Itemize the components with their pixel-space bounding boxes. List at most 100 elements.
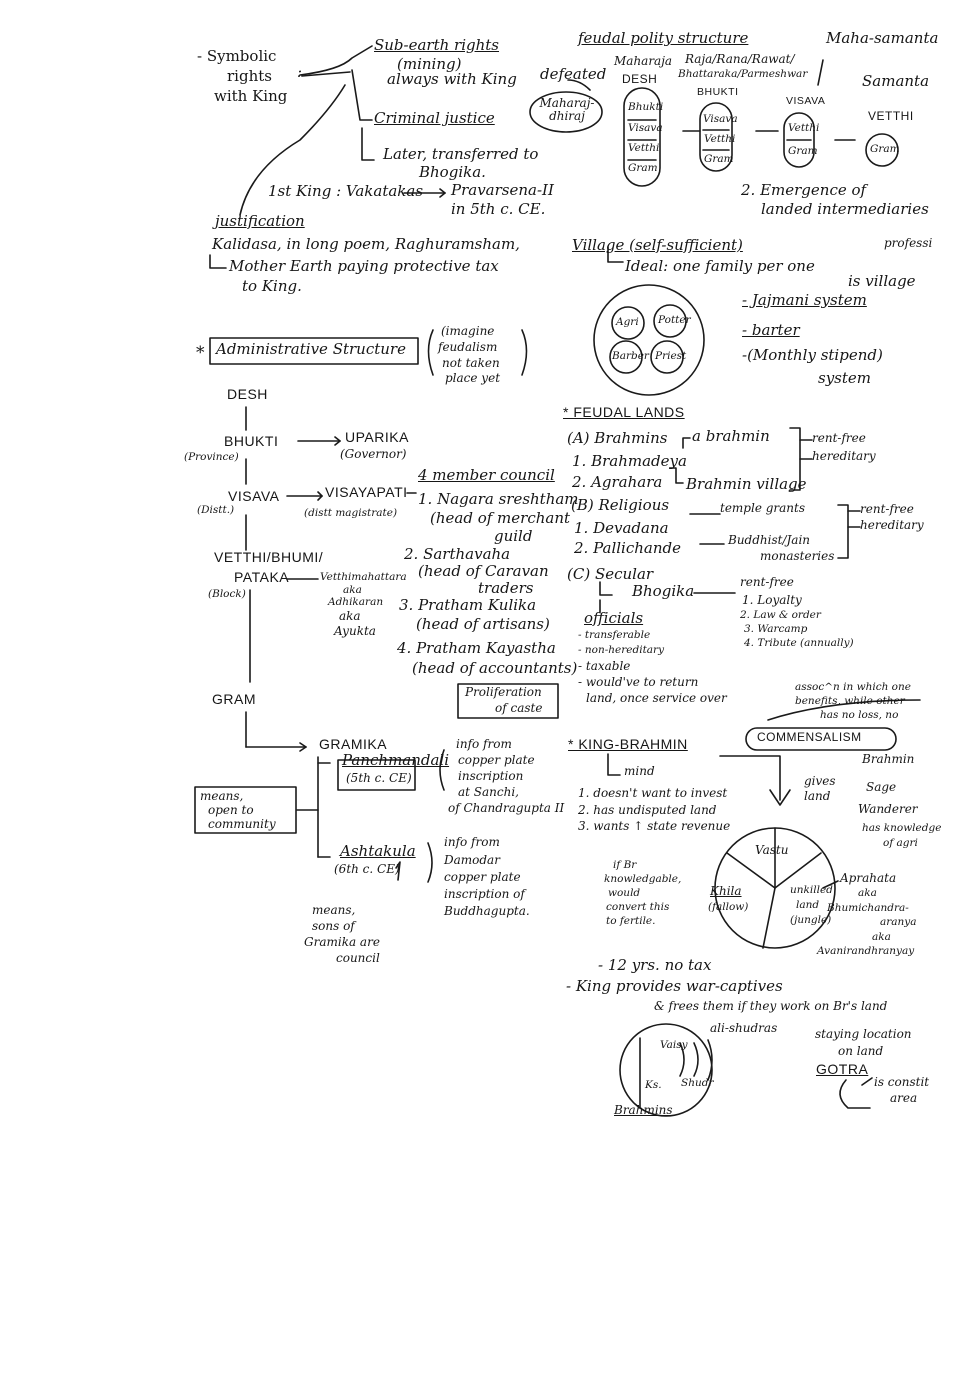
symbolic-line-2: rights: [227, 67, 272, 85]
admin-distt: (Distt.): [197, 504, 235, 516]
gotra-note-2: area: [890, 1091, 918, 1105]
village-ideal: Ideal: one family per one: [625, 257, 815, 275]
bhukti-top-label: BHUKTI: [697, 86, 739, 98]
pm-info-5: of Chandragupta II: [448, 801, 565, 815]
war-captives-2: & frees them if they work on Br's land: [654, 999, 888, 1013]
vaishya: Vaisy: [660, 1039, 688, 1051]
council-2-note-2: traders: [478, 579, 534, 597]
fl-b2-note-2: monasteries: [760, 549, 835, 563]
maharaja-label: Maharaja: [614, 54, 673, 68]
commensalism: COMMENSALISM: [757, 730, 862, 744]
fl-b-rent: rent-free: [860, 502, 914, 516]
assoc-1: assoc^n in which one: [795, 681, 911, 693]
fl-a: (A) Brahmins: [567, 429, 668, 447]
vetthimahattara: Vetthimahattara: [320, 571, 407, 583]
to-king-line: to King.: [242, 277, 302, 295]
monthly-stipend: -(Monthly stipend): [742, 346, 883, 364]
admin-note-3: not taken: [442, 356, 500, 370]
admin-bhukti: BHUKTI: [224, 433, 279, 449]
circle-barber: Barber: [612, 350, 649, 362]
pill2-visava: Visava: [703, 113, 738, 125]
admin-desh: DESH: [227, 386, 268, 402]
maharajdhiraj-label: Maharaj-dhiraj: [539, 96, 595, 123]
pill1-vetthi: Vetthi: [628, 142, 660, 154]
off-5: land, once service over: [586, 691, 727, 705]
gotra-label: GOTRA: [816, 1061, 869, 1077]
chain-sage: Sage: [866, 780, 897, 794]
ak-info-3: copper plate: [444, 870, 521, 884]
gives-2: land: [804, 789, 831, 803]
council-4-note: (head of accountants): [412, 659, 578, 677]
admin-gram: GRAM: [212, 691, 256, 707]
first-king: 1st King : Vakatakas: [268, 182, 424, 200]
admin-note-2: feudalism: [438, 340, 498, 354]
chain-agri: of agri: [883, 837, 918, 849]
gotra-top-2: on land: [838, 1044, 884, 1058]
kb-point-2: 2. has undisputed land: [578, 803, 717, 817]
pill4-gram: Gram: [870, 143, 900, 155]
means-sons-2: sons of: [312, 919, 355, 933]
vetthi-top-label: VETTHI: [868, 109, 914, 123]
later-transferred: Later, transferred to: [383, 145, 539, 163]
no-tax: - 12 yrs. no tax: [598, 956, 712, 974]
village-professi: professi: [884, 236, 933, 250]
off-4: - would've to return: [578, 675, 699, 689]
admin-uparika: UPARIKA: [345, 429, 409, 445]
emergence-line-1: 2. Emergence of: [741, 181, 867, 199]
chain-brahmin: Brahmin: [862, 752, 915, 766]
council-3-note: (head of artisans): [416, 615, 550, 633]
off-1: - transferable: [578, 629, 651, 641]
means-open-3: community: [208, 817, 276, 831]
sub-earth-rights: Sub-earth rights: [374, 36, 500, 54]
admin-distt-mag: (distt magistrate): [304, 507, 398, 519]
feudal-lands-title: * FEUDAL LANDS: [563, 404, 685, 420]
ifbr-4: convert this: [606, 901, 670, 913]
admin-block: (Block): [208, 588, 246, 600]
circle-agri: Agri: [616, 316, 639, 328]
ak-info-5: Buddhagupta.: [444, 904, 530, 918]
fl-a-hered: hereditary: [812, 449, 876, 463]
admin-province: (Province): [184, 451, 239, 463]
proliferation-2: of caste: [495, 701, 543, 715]
kb-point-3: 3. wants ↑ state revenue: [578, 819, 731, 833]
mother-earth-line: Mother Earth paying protective tax: [229, 257, 499, 275]
pravarsena-date: in 5th c. CE.: [451, 200, 546, 218]
admin-visayapati: VISAYAPATI: [325, 484, 408, 500]
aprahata-3: Bhumichandra-: [827, 902, 909, 914]
feudal-polity-title: feudal polity structure: [578, 29, 749, 47]
admin-title: Administrative Structure: [216, 340, 406, 358]
pill3-vetthi: Vetthi: [788, 122, 820, 134]
proliferation-1: Proliferation: [465, 685, 542, 699]
maha-samanta: Maha-samanta: [826, 29, 939, 47]
council-1-note: (head of merchant: [430, 509, 571, 527]
means-sons-3: Gramika are: [304, 935, 380, 949]
unkilled-3: (jungle): [790, 914, 832, 926]
fl-b: (B) Religious: [571, 496, 670, 514]
council-1: 1. Nagara sreshtham: [418, 490, 579, 508]
council-1-note-2: guild: [494, 527, 533, 545]
aprahata-1: Aprahata: [840, 871, 897, 885]
shudr-label: Shudr: [681, 1077, 714, 1089]
chain-knowledge: has knowledge: [862, 822, 942, 834]
admin-visava: VISAVA: [228, 488, 280, 504]
fl-b1: 1. Devadana: [574, 519, 669, 537]
means-open-1: means,: [200, 789, 244, 803]
king-brahmin-title: * KING-BRAHMIN: [568, 736, 688, 752]
fl-c: (C) Secular: [567, 565, 654, 583]
fl-b2: 2. Pallichande: [574, 539, 681, 557]
aka-1: aka: [343, 584, 362, 596]
gotra-top-1: staying location: [815, 1027, 912, 1041]
aprahata-6: Avanirandhranyay: [817, 945, 915, 957]
kb-mind: mind: [624, 764, 655, 778]
council-2: 2. Sarthavaha: [404, 545, 511, 563]
fl-b-hered: hereditary: [860, 518, 924, 532]
off-2: - non-hereditary: [578, 644, 664, 656]
unkilled-2: land: [796, 899, 820, 911]
pill2-gram: Gram: [704, 153, 734, 165]
bhogika-1: 1. Loyalty: [742, 593, 802, 607]
pm-info-3: inscription: [458, 769, 524, 783]
symbolic-line-1: - Symbolic: [197, 47, 277, 65]
ali-shudras: ali-shudras: [710, 1021, 778, 1035]
symbolic-line-3: with King: [214, 87, 288, 105]
